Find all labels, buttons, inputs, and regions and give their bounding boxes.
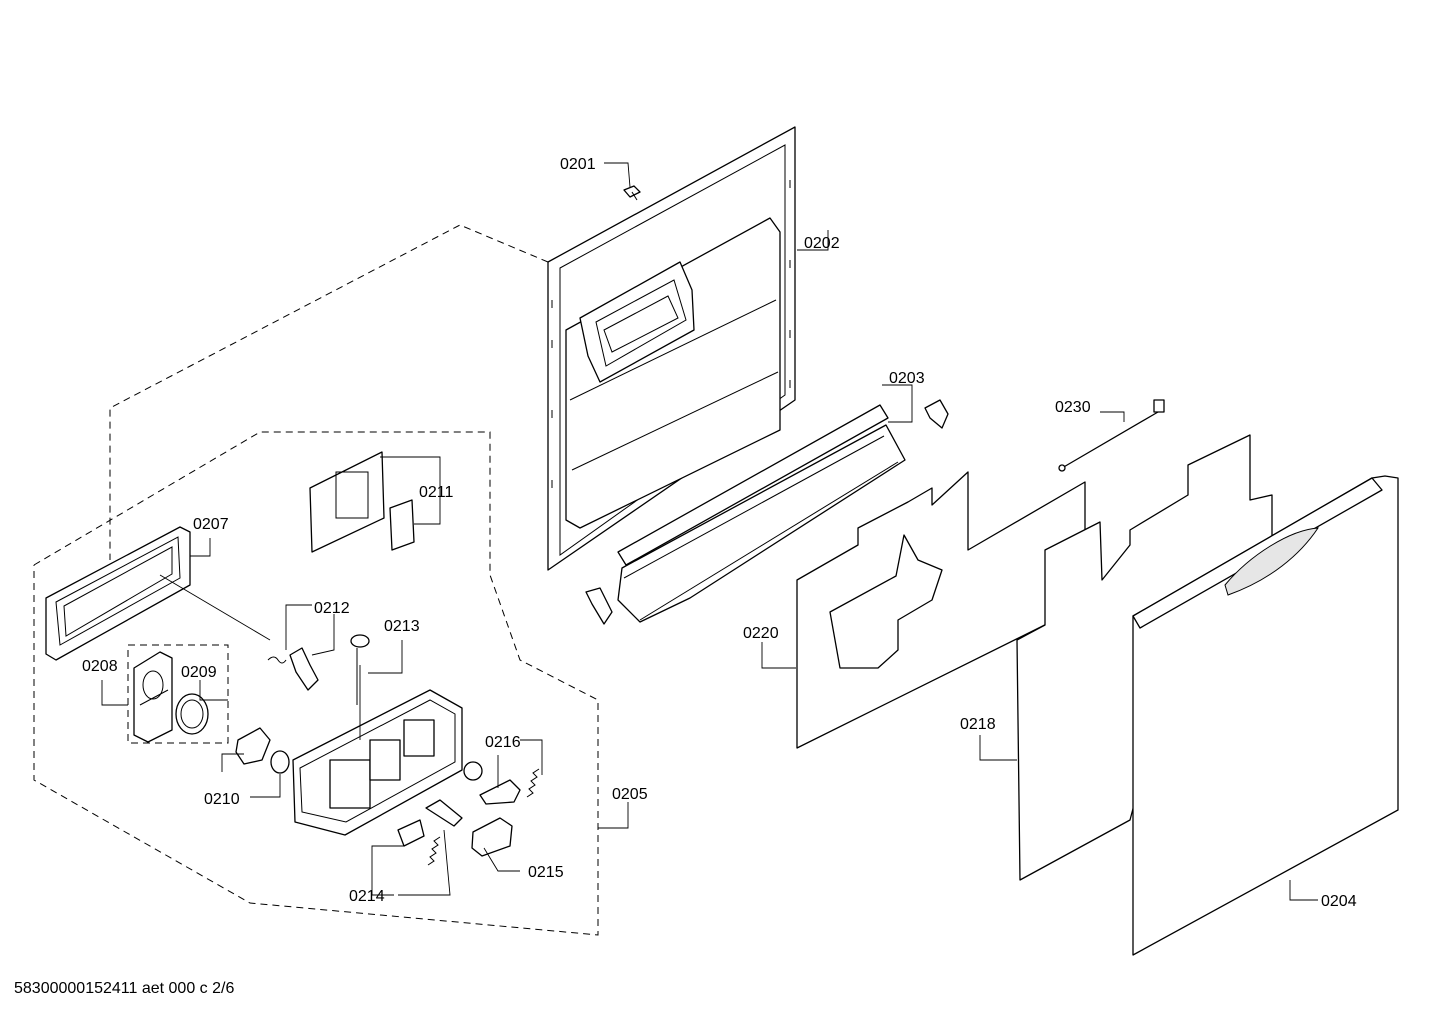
float-ball: [463, 761, 483, 781]
label-0211: 0211: [419, 484, 454, 501]
lid-insert: [133, 651, 173, 743]
label-0218: 0218: [960, 716, 996, 733]
label-0215: 0215: [528, 864, 564, 881]
label-0212: 0212: [314, 600, 350, 617]
aid-cover: [309, 451, 415, 553]
label-0216: 0216: [485, 734, 521, 751]
label-0210: 0210: [204, 791, 240, 808]
gasket-frame: [45, 526, 191, 661]
latch-part: [397, 799, 463, 866]
door-trim-strip: [617, 404, 906, 623]
outer-decor-panel: [1132, 475, 1399, 956]
inner-door-panel: [547, 126, 796, 571]
assembly-dashed-boundary: [33, 224, 599, 936]
label-0214: 0214: [349, 888, 385, 905]
seal-ring: [175, 693, 209, 735]
cable-part: [1058, 399, 1165, 472]
part-labels: 0201 0202 0203 0230 0211 0207 0212 0213 …: [82, 156, 1357, 910]
dispenser-cap: [235, 727, 290, 774]
strip-bracket: [585, 587, 613, 625]
label-0204: 0204: [1321, 893, 1357, 910]
spring-part: [267, 634, 370, 705]
label-0220: 0220: [743, 625, 779, 642]
label-0213: 0213: [384, 618, 420, 635]
lever-part: [479, 768, 540, 805]
label-0208: 0208: [82, 658, 118, 675]
document-code: 58300000152411 aet 000 c 2/6: [14, 980, 235, 997]
screw-part: [623, 185, 641, 201]
dispenser-housing: [292, 689, 463, 836]
leader-lines: [101, 162, 1318, 901]
label-0202: 0202: [804, 235, 840, 252]
magnet-part: [471, 817, 513, 857]
label-0207: 0207: [193, 516, 229, 533]
label-0230: 0230: [1055, 399, 1091, 416]
clip-part: [924, 399, 949, 429]
insulation-mat: [796, 471, 1086, 749]
label-0201: 0201: [560, 156, 596, 173]
label-0205: 0205: [612, 786, 648, 803]
label-0209: 0209: [181, 664, 217, 681]
label-0203: 0203: [889, 370, 925, 387]
